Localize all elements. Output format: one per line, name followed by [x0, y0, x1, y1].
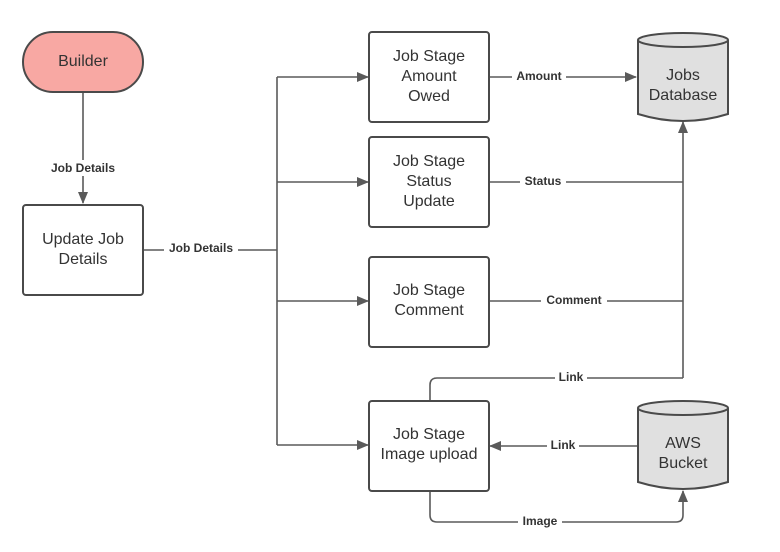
- node-aws-bucket: AWS Bucket: [637, 400, 729, 490]
- jobs-database-body: [637, 40, 729, 122]
- image-upload-line-1: Job Stage: [393, 426, 465, 443]
- builder-shape: [22, 31, 144, 93]
- image-upload-line-2: Image upload: [381, 446, 478, 463]
- amount-owed-line-3: Owed: [408, 88, 450, 105]
- jobs-database-line-1: Jobs: [666, 67, 700, 84]
- label-comment: Comment: [546, 293, 601, 307]
- status-update-line-3: Update: [403, 193, 455, 210]
- update-job-details-line-2: Details: [59, 251, 108, 268]
- amount-owed-line-2: Amount: [401, 68, 457, 85]
- status-update-line-2: Status: [406, 173, 451, 190]
- jobs-database-top: [637, 32, 729, 48]
- aws-bucket-body: [637, 408, 729, 490]
- update-job-details-line-1: Update Job: [42, 231, 124, 248]
- comment-line-2: Comment: [394, 302, 464, 319]
- node-jobs-database: Jobs Database: [637, 32, 729, 122]
- label-status: Status: [525, 174, 562, 188]
- node-comment: Job Stage Comment: [368, 256, 490, 348]
- label-amount: Amount: [516, 69, 561, 83]
- comment-line-1: Job Stage: [393, 282, 465, 299]
- node-amount-owed: Job Stage Amount Owed: [368, 31, 490, 123]
- label-link-from-aws: Link: [551, 438, 576, 452]
- label-builder-to-update: Job Details: [51, 161, 115, 175]
- node-update-job-details: Update Job Details: [22, 204, 144, 296]
- aws-bucket-line-1: AWS: [665, 435, 701, 452]
- status-update-line-1: Job Stage: [393, 153, 465, 170]
- edge-labels: Job Details Job Details Amount Status Co…: [45, 69, 607, 528]
- jobs-database-line-2: Database: [649, 87, 718, 104]
- builder-label: Builder: [58, 53, 108, 70]
- amount-owed-line-1: Job Stage: [393, 48, 465, 65]
- node-image-upload: Job Stage Image upload: [368, 400, 490, 492]
- aws-bucket-line-2: Bucket: [659, 455, 708, 472]
- node-status-update: Job Stage Status Update: [368, 136, 490, 228]
- label-update-to-stages: Job Details: [169, 241, 233, 255]
- label-link-to-db: Link: [559, 370, 584, 384]
- label-image: Image: [523, 514, 558, 528]
- edge-link-to-db: [429, 377, 683, 401]
- aws-bucket-top: [637, 400, 729, 416]
- node-builder: Builder: [22, 31, 144, 93]
